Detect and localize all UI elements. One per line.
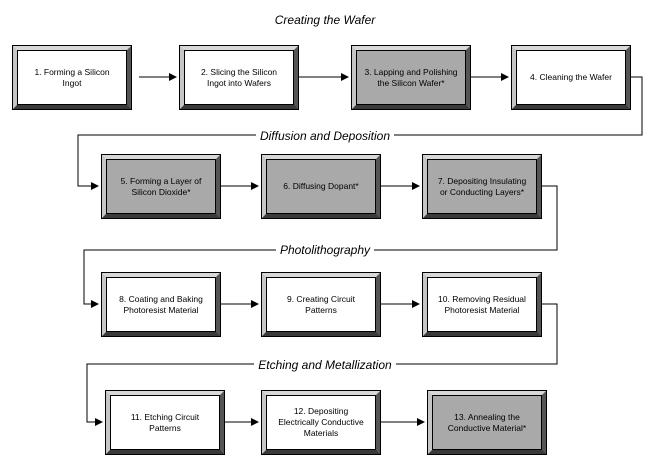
- step-box-8: 8. Coating and Baking Photoresist Materi…: [101, 272, 221, 337]
- step-box-5: 5. Forming a Layer of Silicon Dioxide*: [101, 154, 221, 219]
- step-box-9: 9. Creating Circuit Patterns: [261, 272, 381, 337]
- step-label: 2. Slicing the Silicon Ingot into Wafers: [184, 50, 294, 105]
- step-label: 9. Creating Circuit Patterns: [266, 277, 376, 332]
- section-title-creating-wafer: Creating the Wafer: [0, 13, 650, 27]
- step-box-6: 6. Diffusing Dopant*: [261, 154, 381, 219]
- step-label: 6. Diffusing Dopant*: [266, 159, 376, 214]
- step-box-1: 1. Forming a Silicon Ingot: [12, 45, 132, 110]
- step-label: 10. Removing Residual Photoresist Materi…: [427, 277, 537, 332]
- step-box-4: 4. Cleaning the Wafer: [511, 45, 631, 110]
- step-label: 3. Lapping and Polishing the Silicon Waf…: [356, 50, 466, 105]
- section-title-diffusion-deposition: Diffusion and Deposition: [0, 129, 650, 143]
- section-title-etching-metallization: Etching and Metallization: [0, 358, 650, 372]
- step-label: 1. Forming a Silicon Ingot: [17, 50, 127, 105]
- step-label: 12. Depositing Electrically Conductive M…: [266, 395, 376, 450]
- step-label: 7. Depositing Insulating or Conducting L…: [427, 159, 537, 214]
- step-box-12: 12. Depositing Electrically Conductive M…: [261, 390, 381, 455]
- step-label: 11. Etching Circuit Patterns: [110, 395, 220, 450]
- step-label: 4. Cleaning the Wafer: [516, 50, 626, 105]
- step-label: 8. Coating and Baking Photoresist Materi…: [106, 277, 216, 332]
- step-box-11: 11. Etching Circuit Patterns: [105, 390, 225, 455]
- step-label: 5. Forming a Layer of Silicon Dioxide*: [106, 159, 216, 214]
- step-box-10: 10. Removing Residual Photoresist Materi…: [422, 272, 542, 337]
- section-title-photolithography: Photolithography: [0, 243, 650, 257]
- step-box-3: 3. Lapping and Polishing the Silicon Waf…: [351, 45, 471, 110]
- step-box-7: 7. Depositing Insulating or Conducting L…: [422, 154, 542, 219]
- step-label: 13. Annealing the Conductive Material*: [432, 395, 542, 450]
- step-box-2: 2. Slicing the Silicon Ingot into Wafers: [179, 45, 299, 110]
- step-box-13: 13. Annealing the Conductive Material*: [427, 390, 547, 455]
